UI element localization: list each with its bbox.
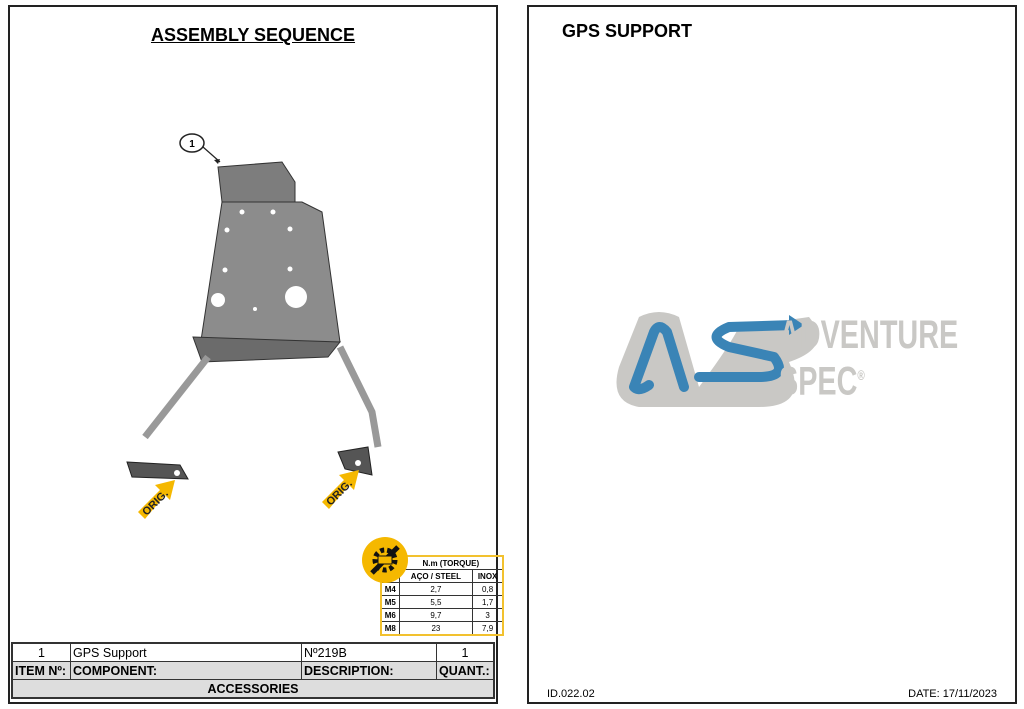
cell: M4 bbox=[380, 582, 400, 596]
cell: 5,5 bbox=[398, 595, 474, 609]
component: GPS Support bbox=[70, 642, 302, 662]
cell: 0,8 bbox=[472, 582, 504, 596]
cover-sheet: GPS SUPPORT ADVENTURE SPEC® ID.022.02 DA… bbox=[527, 5, 1017, 704]
cell: 23 bbox=[398, 621, 474, 636]
cell: M5 bbox=[380, 595, 400, 609]
cell: 9,7 bbox=[398, 608, 474, 622]
cell: 2,7 bbox=[398, 582, 474, 596]
product-title: GPS SUPPORT bbox=[562, 21, 693, 41]
document-id: ID.022.02 bbox=[547, 688, 595, 700]
cell: 3 bbox=[472, 608, 504, 622]
assembly-sheet: ASSEMBLY SEQUENCE 1 ORIG. ORIG. N.m (TOR… bbox=[8, 5, 504, 704]
description: Nº219B bbox=[301, 642, 437, 662]
cell: 1,7 bbox=[472, 595, 504, 609]
cell: M8 bbox=[380, 621, 400, 636]
torque-header: N.m (TORQUE) bbox=[398, 555, 504, 570]
item-number: 1 bbox=[11, 642, 71, 662]
page-title: ASSEMBLY SEQUENCE bbox=[150, 25, 356, 45]
header-component: COMPONENT: bbox=[70, 661, 302, 680]
adventure-spec-logo bbox=[616, 312, 818, 407]
bill-of-materials: 1 GPS Support Nº219B 1 ITEM Nº: COMPONEN… bbox=[11, 642, 495, 699]
document-date: DATE: 17/11/2023 bbox=[908, 688, 997, 700]
header-quantity: QUANT.: bbox=[436, 661, 495, 680]
callout-number: 1 bbox=[189, 139, 195, 150]
logo-text: ADVENTURE SPEC® bbox=[779, 313, 959, 404]
header-item: ITEM Nº: bbox=[11, 661, 71, 680]
footer-accessories: ACCESSORIES bbox=[11, 679, 495, 699]
header-description: DESCRIPTION: bbox=[301, 661, 437, 680]
col-header: INOX bbox=[472, 569, 504, 583]
quantity: 1 bbox=[436, 642, 495, 662]
wrench-gear-icon bbox=[362, 537, 408, 583]
bracket-drawing: 1 bbox=[126, 133, 382, 519]
col-header: AÇO / STEEL bbox=[398, 569, 474, 583]
table-row: 1 GPS Support Nº219B 1 bbox=[11, 642, 495, 662]
cell: 7,9 bbox=[472, 621, 504, 636]
cell: M6 bbox=[380, 608, 400, 622]
